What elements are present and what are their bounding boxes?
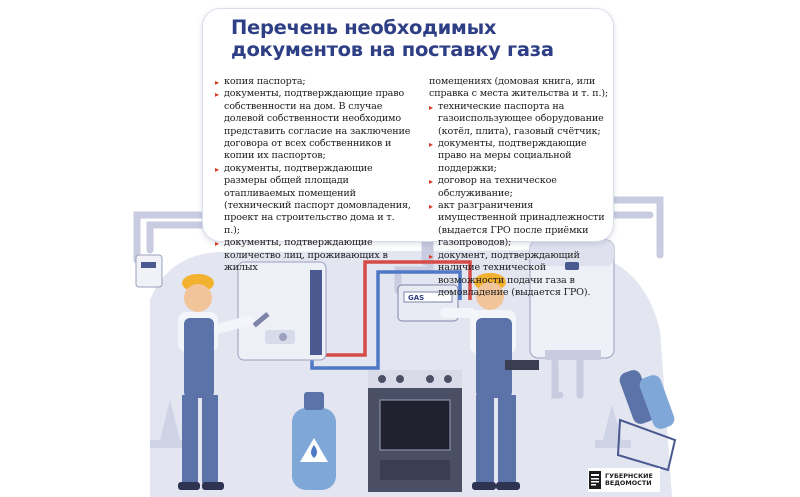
list-item: ▸ технические паспорта на газоиспользующе…: [429, 101, 613, 138]
newspaper-icon: [589, 471, 601, 489]
bullet-arrow-icon: ▸: [429, 102, 433, 112]
gas-meter-label: GAS: [408, 294, 424, 302]
list-item: ▸ договор на техническое обслуживание;: [429, 175, 613, 200]
list-item: ▸ документы, подтверждающие право собстве…: [215, 88, 411, 162]
gas-pipes: [133, 196, 664, 399]
pumpjack-silhouette: [150, 400, 631, 448]
documents-list-left: ▸ копия паспорта; ▸ документы, подтверждающ…: [215, 76, 411, 275]
documents-card: Перечень необходимых документов на поста…: [202, 8, 614, 298]
gas-stove: [368, 370, 462, 492]
bullet-arrow-icon: ▸: [215, 78, 219, 87]
bullet-arrow-icon: ▸: [215, 164, 219, 174]
list-item-text: документы, подтверждающие размеры общей …: [224, 162, 411, 236]
list-item: ▸ документы, подтверждающие право на меры…: [429, 138, 613, 175]
list-item-text: документ, подтверждающий наличие техниче…: [438, 249, 591, 298]
list-item: помещениях (домовая книга, или справка с…: [429, 76, 613, 101]
list-item: ▸ акт разграничения имущественной принадл…: [429, 200, 613, 250]
list-item: ▸ копия паспорта;: [215, 76, 411, 88]
documents-list-right: помещениях (домовая книга, или справка с…: [429, 76, 613, 299]
bullet-arrow-icon: ▸: [429, 202, 433, 212]
publisher-name-line1: ГУБЕРНСКИЕ: [605, 471, 653, 480]
list-item-text: помещениях (домовая книга, или справка с…: [429, 76, 609, 100]
bullet-arrow-icon: ▸: [429, 140, 433, 150]
cold-water-pipe: [310, 270, 462, 370]
list-item-text: документы, подтверждающие право на меры …: [438, 138, 587, 174]
list-item-text: договор на техническое обслуживание;: [438, 175, 557, 199]
gas-cylinder: [292, 392, 336, 490]
list-item-text: акт разграничения имущественной принадле…: [438, 200, 605, 249]
worker-right: [440, 273, 539, 490]
bullet-arrow-icon: ▸: [429, 177, 433, 187]
list-item: ▸ документ, подтверждающий наличие технич…: [429, 250, 613, 300]
bullet-arrow-icon: ▸: [429, 251, 433, 261]
list-item-text: технические паспорта на газоиспользующее…: [438, 100, 604, 137]
list-item-text: копия паспорта;: [224, 76, 306, 87]
list-item-text: документы, подтверждающие право собствен…: [224, 88, 411, 162]
publisher-name-line2: ВЕДОМОСТИ: [605, 479, 652, 487]
page-title: Перечень необходимых документов на поста…: [231, 16, 554, 61]
gas-boiler: [237, 261, 327, 361]
bullet-arrow-icon: ▸: [215, 239, 219, 249]
wall-gas-meter: [135, 254, 163, 288]
publisher-name: ГУБЕРНСКИЕ ВЕДОМОСТИ: [605, 471, 653, 487]
bullet-arrow-icon: ▸: [215, 90, 219, 100]
list-item: ▸ документы, подтверждающие количество ли…: [215, 237, 411, 274]
publisher-logo: ГУБЕРНСКИЕ ВЕДОМОСТИ: [588, 468, 660, 492]
water-heater: [529, 239, 615, 360]
list-item-text: документы, подтверждающие количество лиц…: [224, 237, 388, 274]
worker-left: [178, 274, 270, 490]
cylinder-cart: [616, 370, 677, 472]
list-item: ▸ документы, подтверждающие размеры общей…: [215, 163, 411, 237]
